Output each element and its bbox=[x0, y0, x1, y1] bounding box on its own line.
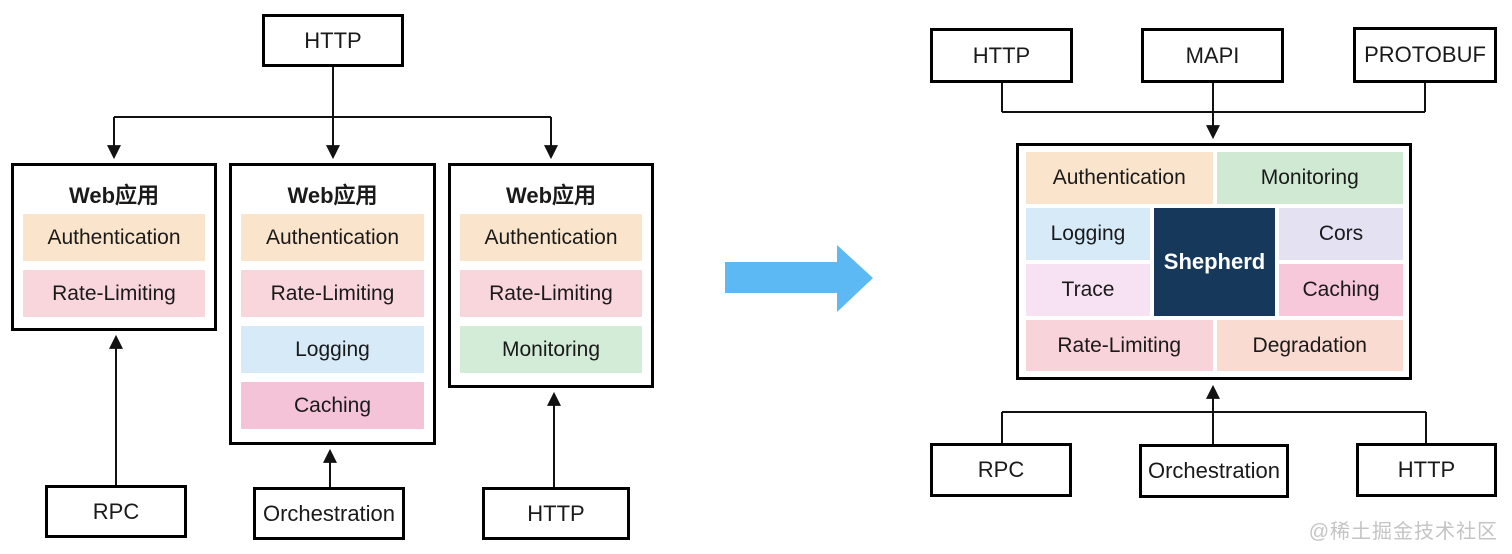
right-bottom-rpc-label: RPC bbox=[977, 457, 1025, 482]
gateway-left-column: Logging Trace bbox=[1026, 208, 1150, 316]
gateway-tile-authentication: Authentication bbox=[1026, 152, 1213, 204]
right-bottom-http-label: HTTP bbox=[1397, 457, 1456, 482]
gateway-row-middle: Logging Trace Shepherd Cors Caching bbox=[1026, 208, 1403, 316]
gateway-row-top: Authentication Monitoring bbox=[1026, 152, 1403, 204]
transform-arrow-icon bbox=[725, 245, 873, 312]
right-top-http-label: HTTP bbox=[972, 42, 1031, 68]
left-bottom-http-label: HTTP bbox=[527, 500, 585, 526]
gateway-tile-rate-limiting: Rate-Limiting bbox=[1026, 320, 1213, 371]
left-top-http-box: HTTP bbox=[262, 14, 404, 67]
web-app-box-2: Web应用 Authentication Rate-Limiting Loggi… bbox=[229, 163, 436, 445]
middleware-tile-caching: Caching bbox=[241, 382, 424, 429]
right-top-protobuf-box: PROTOBUF bbox=[1353, 27, 1497, 83]
left-bottom-rpc-label: RPC bbox=[92, 498, 140, 524]
web-app-title: Web应用 bbox=[505, 183, 597, 208]
web-app-title: Web应用 bbox=[287, 183, 378, 208]
right-bottom-http-box: HTTP bbox=[1356, 443, 1497, 497]
middleware-tile-monitoring: Monitoring bbox=[460, 326, 642, 373]
right-bottom-orchestration-box: Orchestration bbox=[1139, 444, 1289, 498]
right-top-http-box: HTTP bbox=[930, 28, 1073, 83]
right-top-mapi-box: MAPI bbox=[1141, 28, 1284, 83]
middleware-tile-authentication: Authentication bbox=[241, 214, 424, 261]
left-top-http-label: HTTP bbox=[304, 27, 362, 53]
web-app-box-3: Web应用 Authentication Rate-Limiting Monit… bbox=[448, 163, 654, 388]
right-bottom-rpc-box: RPC bbox=[930, 443, 1072, 497]
left-bottom-rpc-box: RPC bbox=[45, 485, 187, 538]
gateway-right-column: Cors Caching bbox=[1279, 208, 1403, 316]
gateway-tile-trace: Trace bbox=[1026, 264, 1150, 316]
web-app-box-1: Web应用 Authentication Rate-Limiting bbox=[11, 163, 217, 331]
shepherd-gateway-box: Authentication Monitoring Logging Trace … bbox=[1016, 143, 1412, 380]
middleware-rows: Authentication Rate-Limiting Logging Cac… bbox=[241, 214, 424, 429]
middleware-rows: Authentication Rate-Limiting bbox=[23, 214, 205, 317]
shepherd-core-box: Shepherd bbox=[1154, 208, 1275, 316]
web-app-title: Web应用 bbox=[68, 183, 160, 208]
left-bottom-orchestration-box: Orchestration bbox=[253, 487, 405, 540]
middleware-rows: Authentication Rate-Limiting Monitoring bbox=[460, 214, 642, 373]
middleware-tile-rate-limiting: Rate-Limiting bbox=[23, 270, 205, 317]
gateway-tile-caching: Caching bbox=[1279, 264, 1403, 316]
gateway-tile-monitoring: Monitoring bbox=[1216, 152, 1403, 204]
gateway-tile-degradation: Degradation bbox=[1216, 320, 1403, 371]
left-bottom-http-box: HTTP bbox=[482, 487, 630, 540]
middleware-tile-authentication: Authentication bbox=[23, 214, 205, 261]
middleware-tile-authentication: Authentication bbox=[460, 214, 642, 261]
gateway-grid: Authentication Monitoring Logging Trace … bbox=[1026, 152, 1403, 371]
gateway-row-bottom: Rate-Limiting Degradation bbox=[1026, 320, 1403, 371]
watermark: @稀土掘金技术社区 bbox=[1308, 521, 1498, 543]
gateway-tile-logging: Logging bbox=[1026, 208, 1150, 260]
right-top-protobuf-label: PROTOBUF bbox=[1364, 42, 1486, 67]
right-top-mapi-label: MAPI bbox=[1185, 42, 1240, 68]
left-bottom-orchestration-label: Orchestration bbox=[262, 500, 396, 526]
middleware-tile-rate-limiting: Rate-Limiting bbox=[460, 270, 642, 317]
right-bottom-orchestration-label: Orchestration bbox=[1147, 458, 1281, 483]
middleware-tile-rate-limiting: Rate-Limiting bbox=[241, 270, 424, 317]
gateway-tile-cors: Cors bbox=[1279, 208, 1403, 260]
middleware-tile-logging: Logging bbox=[241, 326, 424, 373]
